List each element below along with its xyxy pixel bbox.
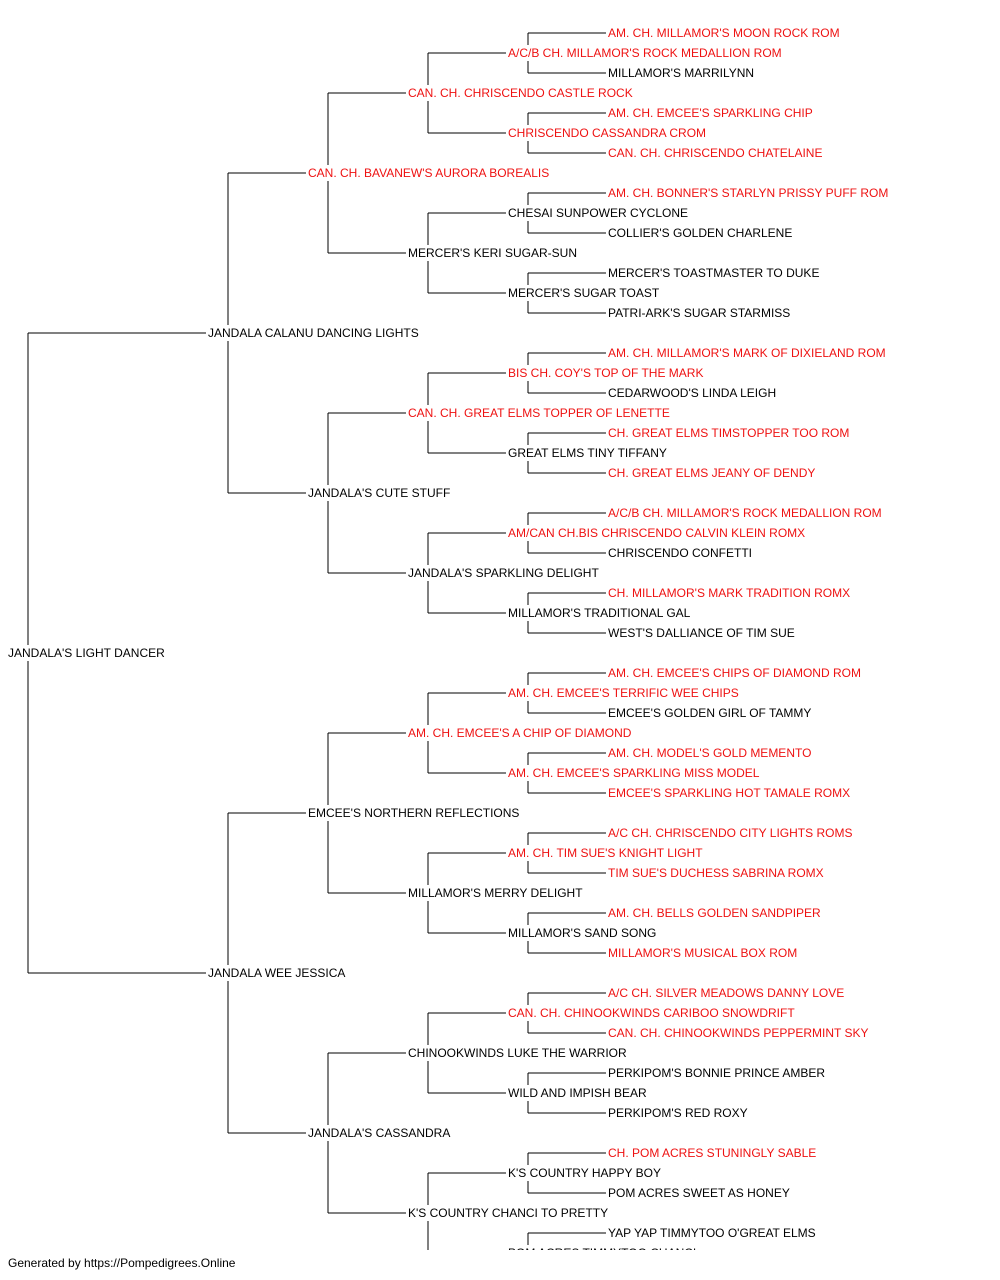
ancestor-name: K'S COUNTRY HAPPY BOY [508,1166,661,1180]
ancestor-name: PERKIPOM'S BONNIE PRINCE AMBER [608,1066,825,1080]
ancestor-name: AM. CH. MODEL'S GOLD MEMENTO [608,746,811,760]
ancestor-name: EMCEE'S NORTHERN REFLECTIONS [308,806,519,820]
ancestor-name: A/C CH. SILVER MEADOWS DANNY LOVE [608,986,844,1000]
ancestor-name: PATRI-ARK'S SUGAR STARMISS [608,306,790,320]
ancestor-name: AM. CH. BELLS GOLDEN SANDPIPER [608,906,821,920]
ancestor-name: A/C/B CH. MILLAMOR'S ROCK MEDALLION ROM [508,46,782,60]
ancestor-name: AM/CAN CH.BIS CHRISCENDO CALVIN KLEIN RO… [508,526,805,540]
ancestor-name: A/C/B CH. MILLAMOR'S ROCK MEDALLION ROM [608,506,882,520]
ancestor-name: JANDALA'S CUTE STUFF [308,486,450,500]
ancestor-name: TIM SUE'S DUCHESS SABRINA ROMX [608,866,824,880]
ancestor-name: AM. CH. MILLAMOR'S MOON ROCK ROM [608,26,840,40]
ancestor-name: CAN. CH. GREAT ELMS TOPPER OF LENETTE [408,406,670,420]
ancestor-name: AM. CH. EMCEE'S TERRIFIC WEE CHIPS [508,686,739,700]
ancestor-name: MILLAMOR'S MERRY DELIGHT [408,886,583,900]
ancestor-name: JANDALA'S CASSANDRA [308,1126,450,1140]
ancestor-name: MILLAMOR'S MUSICAL BOX ROM [608,946,797,960]
ancestor-name: CEDARWOOD'S LINDA LEIGH [608,386,776,400]
ancestor-name: PERKIPOM'S RED ROXY [608,1106,748,1120]
ancestor-name: AM. CH. MILLAMOR'S MARK OF DIXIELAND ROM [608,346,886,360]
ancestor-name: WILD AND IMPISH BEAR [508,1086,647,1100]
ancestor-name: CHESAI SUNPOWER CYCLONE [508,206,688,220]
ancestor-name: MERCER'S SUGAR TOAST [508,286,660,300]
ancestor-name: CHRISCENDO CASSANDRA CROM [508,126,706,140]
footer-credit: Generated by https://Pompedigrees.Online [8,1256,236,1270]
ancestor-name: CH. POM ACRES STUNINGLY SABLE [608,1146,816,1160]
ancestor-name: JANDALA WEE JESSICA [208,966,345,980]
ancestor-name: MERCER'S KERI SUGAR-SUN [408,246,577,260]
ancestor-name: MILLAMOR'S SAND SONG [508,926,656,940]
ancestor-name: GREAT ELMS TINY TIFFANY [508,446,667,460]
ancestor-name: MILLAMOR'S TRADITIONAL GAL [508,606,691,620]
ancestor-name: POM ACRES SWEET AS HONEY [608,1186,790,1200]
ancestor-name: WEST'S DALLIANCE OF TIM SUE [608,626,795,640]
ancestor-name: EMCEE'S SPARKLING HOT TAMALE ROMX [608,786,850,800]
pedigree-tree: JANDALA'S LIGHT DANCER JANDALA CALANU DAN… [8,26,888,1250]
ancestor-name: AM. CH. EMCEE'S CHIPS OF DIAMOND ROM [608,666,861,680]
ancestor-name: POM ACRES TIMMYTOO CHANCI [508,1246,696,1250]
subject-dog-name: JANDALA'S LIGHT DANCER [8,646,165,660]
ancestor-name: CHINOOKWINDS LUKE THE WARRIOR [408,1046,627,1060]
ancestor-name: JANDALA'S SPARKLING DELIGHT [408,566,599,580]
ancestor-name: YAP YAP TIMMYTOO O'GREAT ELMS [608,1226,816,1240]
ancestor-name: MERCER'S TOASTMASTER TO DUKE [608,266,819,280]
ancestor-name: A/C CH. CHRISCENDO CITY LIGHTS ROMS [608,826,852,840]
ancestor-name: CAN. CH. CHRISCENDO CASTLE ROCK [408,86,633,100]
ancestor-name: BIS CH. COY'S TOP OF THE MARK [508,366,703,380]
ancestor-name: CAN. CH. CHRISCENDO CHATELAINE [608,146,822,160]
ancestor-name: MILLAMOR'S MARRILYNN [608,66,754,80]
ancestor-name: CAN. CH. CHINOOKWINDS PEPPERMINT SKY [608,1026,868,1040]
ancestor-name: CH. GREAT ELMS TIMSTOPPER TOO ROM [608,426,849,440]
ancestor-name: CH. MILLAMOR'S MARK TRADITION ROMX [608,586,850,600]
ancestor-name: AM. CH. EMCEE'S A CHIP OF DIAMOND [408,726,632,740]
ancestor-name: CHRISCENDO CONFETTI [608,546,752,560]
ancestor-name: AM. CH. TIM SUE'S KNIGHT LIGHT [508,846,703,860]
ancestor-name: CAN. CH. BAVANEW'S AURORA BOREALIS [308,166,549,180]
ancestor-name: EMCEE'S GOLDEN GIRL OF TAMMY [608,706,811,720]
ancestor-name: AM. CH. BONNER'S STARLYN PRISSY PUFF ROM [608,186,888,200]
ancestor-name: CAN. CH. CHINOOKWINDS CARIBOO SNOWDRIFT [508,1006,795,1020]
ancestor-name: JANDALA CALANU DANCING LIGHTS [208,326,419,340]
ancestor-name: COLLIER'S GOLDEN CHARLENE [608,226,792,240]
ancestor-name: CH. GREAT ELMS JEANY OF DENDY [608,466,815,480]
ancestor-name: AM. CH. EMCEE'S SPARKLING CHIP [608,106,813,120]
ancestor-name: K'S COUNTRY CHANCI TO PRETTY [408,1206,608,1220]
ancestor-name: AM. CH. EMCEE'S SPARKLING MISS MODEL [508,766,760,780]
